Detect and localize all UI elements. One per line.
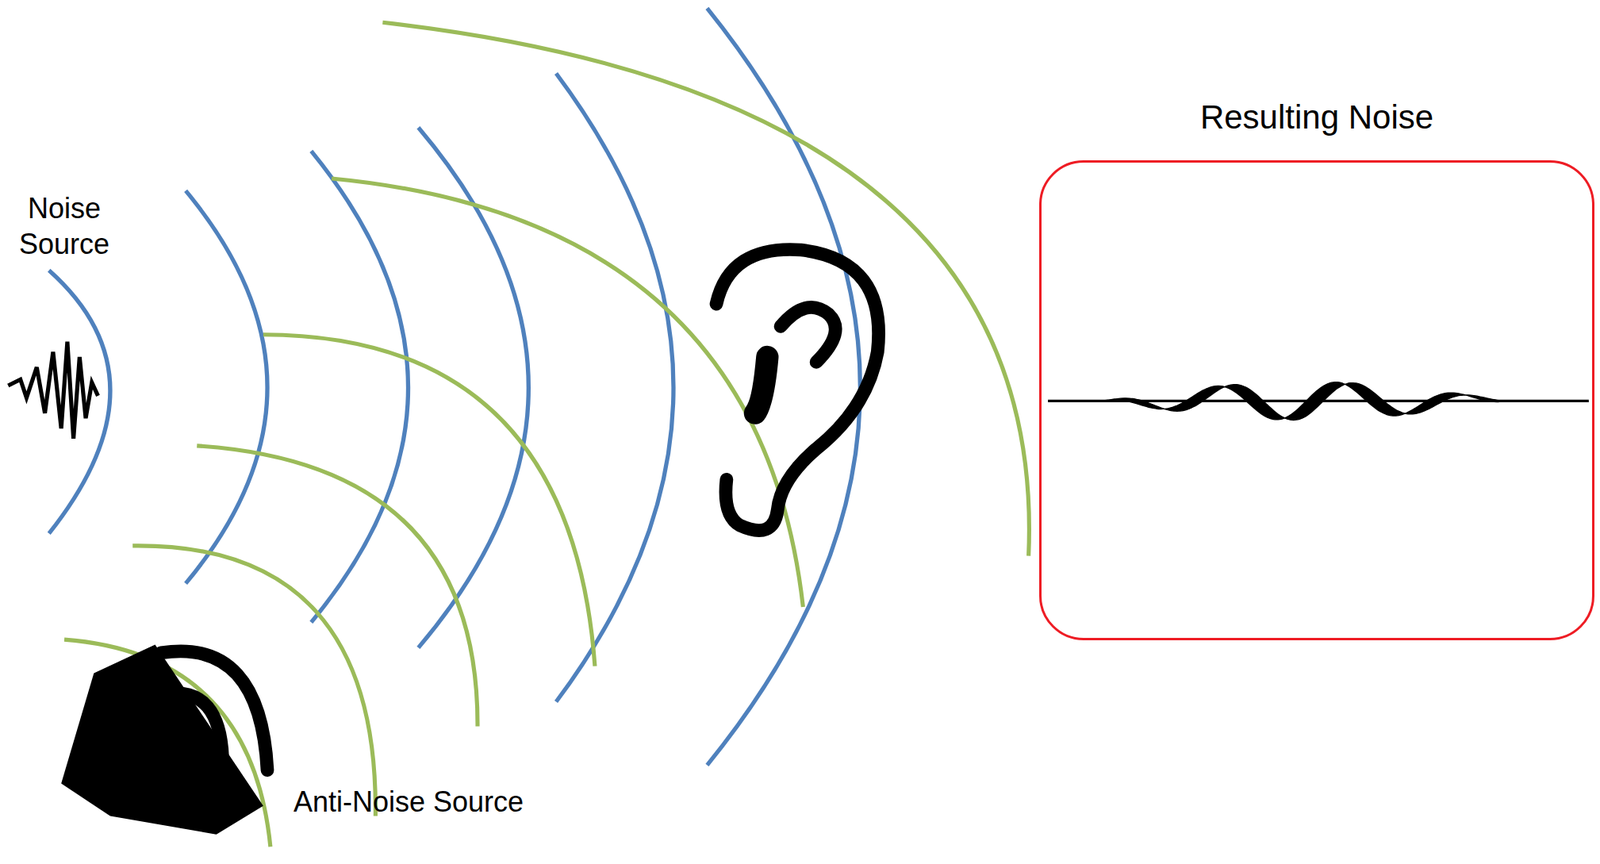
ear-helix [716, 249, 879, 530]
noise-source-symbol [7, 341, 98, 439]
source-label: Noise Source [0, 190, 129, 262]
ear-antihelix [780, 306, 836, 362]
anti-noise-wave [331, 178, 803, 607]
noise-wave [185, 190, 268, 584]
speaker-sound-arc [169, 693, 223, 757]
anti-noise-wave [263, 334, 595, 667]
speaker-symbol [61, 644, 268, 835]
anti-noise-waves [64, 22, 1029, 847]
result-panel: Resulting Noise [1039, 160, 1595, 641]
resulting-waveform [1101, 382, 1509, 421]
anti-noise-wave [382, 22, 1029, 556]
speaker-sound-arc [161, 651, 268, 771]
noise-wave [310, 150, 408, 622]
source-label: Anti-Noise Source [289, 783, 528, 820]
panel-heading: Resulting Noise [1009, 97, 1600, 138]
ear-symbol [716, 249, 879, 530]
ear-canal [755, 356, 768, 414]
noise-wave [556, 73, 674, 703]
